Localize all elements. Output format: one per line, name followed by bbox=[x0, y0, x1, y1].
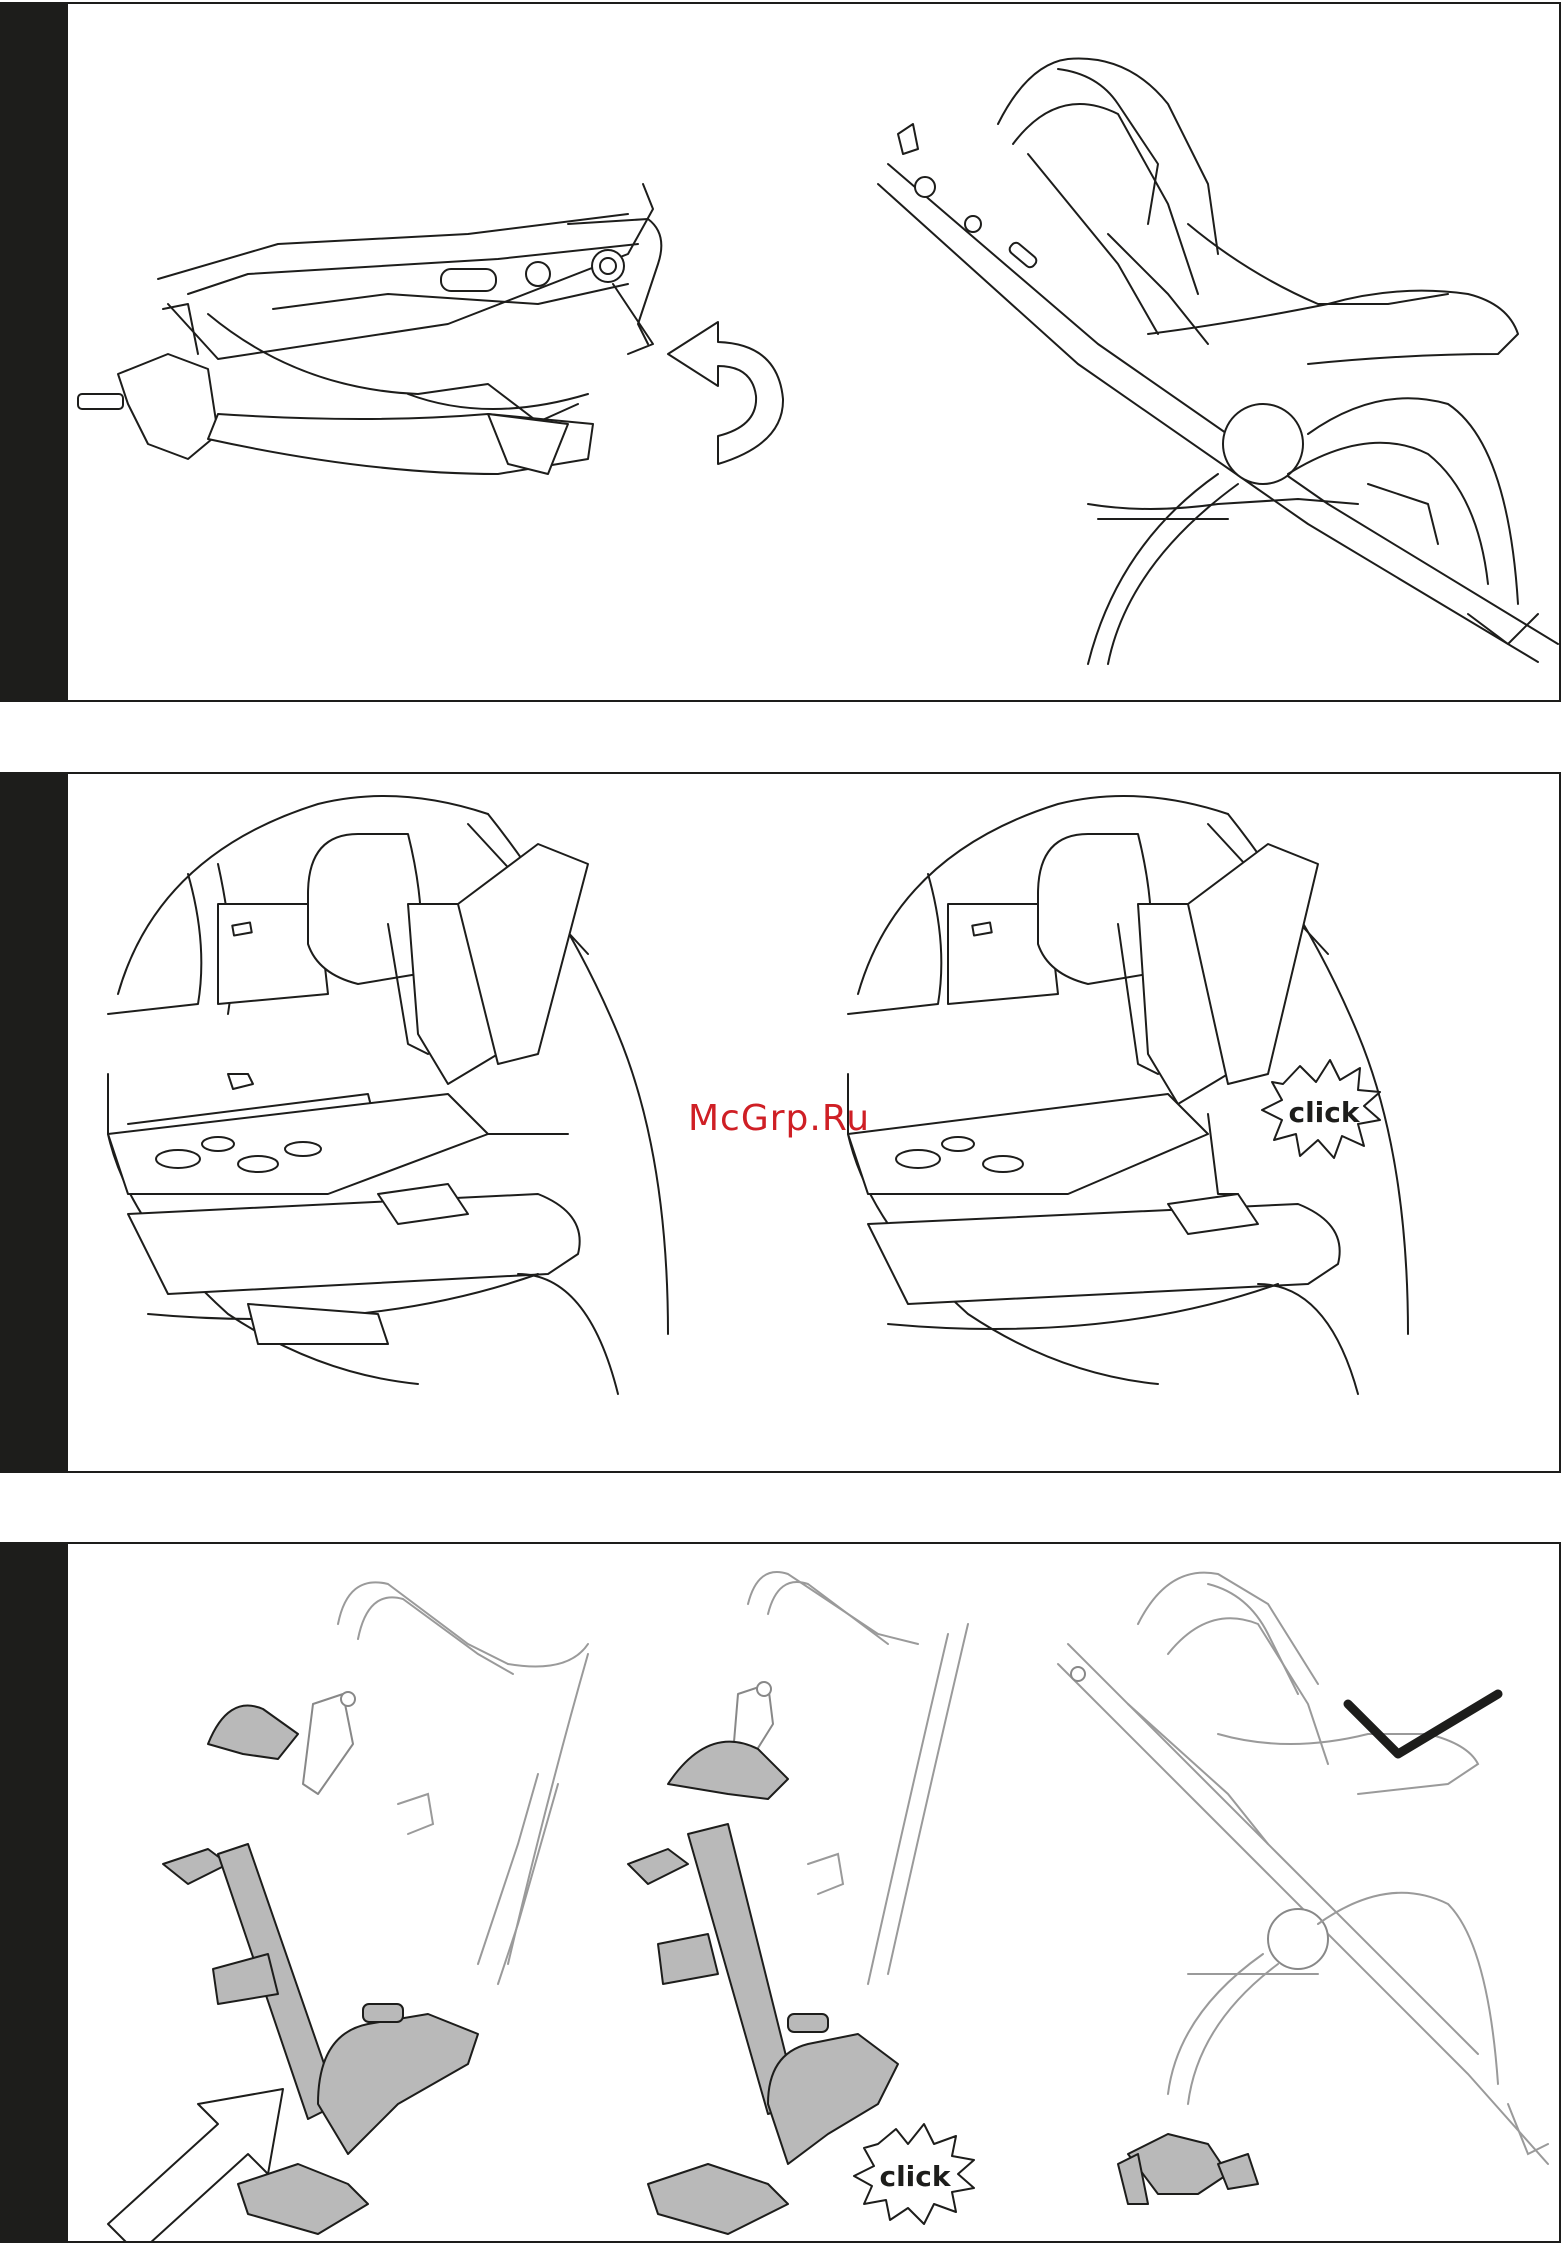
click-label: click bbox=[1288, 1096, 1360, 1129]
push-arrow-icon bbox=[108, 2089, 283, 2241]
rotate-arrow-icon bbox=[668, 322, 783, 464]
watermark: McGrp.Ru bbox=[688, 1098, 870, 1139]
panel-1-illustration bbox=[68, 4, 1559, 700]
step-tab bbox=[0, 2, 68, 702]
click-burst-icon: click bbox=[854, 2124, 974, 2224]
panel-3-illustration: click bbox=[68, 1544, 1559, 2241]
step-panel-1 bbox=[0, 2, 1561, 702]
folded-stroller bbox=[78, 184, 661, 474]
detached-frame-part bbox=[303, 1582, 588, 1984]
latch-part-gray-small bbox=[1118, 2134, 1258, 2204]
axle-stub bbox=[78, 394, 123, 409]
step-panel-3: click bbox=[0, 1542, 1561, 2243]
detail-view-unlocked bbox=[108, 796, 668, 1394]
unfolded-stroller bbox=[878, 59, 1558, 664]
checkmark-icon bbox=[1348, 1694, 1498, 1754]
latch-part-gray bbox=[628, 1742, 898, 2234]
step-tab bbox=[0, 1542, 68, 2243]
click-label: click bbox=[879, 2160, 951, 2193]
click-burst-icon: click bbox=[1262, 1060, 1380, 1158]
assembled-stroller bbox=[1058, 1573, 1548, 2164]
slider-button bbox=[441, 269, 496, 291]
step-tab bbox=[0, 772, 68, 1473]
